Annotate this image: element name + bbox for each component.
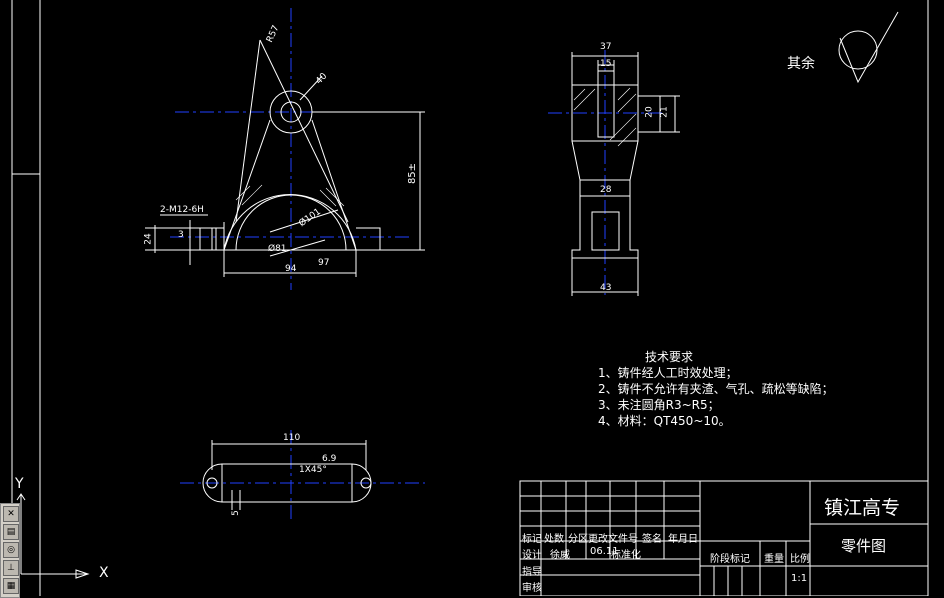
ucs-x-label: X bbox=[99, 565, 109, 581]
tech-requirement-item: 2、铸件不允许有夹渣、气孔、疏松等缺陷； bbox=[598, 382, 834, 396]
sheet-border bbox=[11, 0, 929, 596]
row-header-change-doc: 更改文件号 bbox=[588, 534, 638, 545]
design-label: 设计 bbox=[522, 550, 542, 561]
snap-icon[interactable]: ◎ bbox=[3, 542, 19, 558]
dim-28: 28 bbox=[600, 185, 612, 195]
title-block-grid bbox=[519, 480, 929, 596]
dim-85: 85± bbox=[407, 162, 419, 185]
dim-94: 94 bbox=[285, 264, 297, 274]
dim-110: 110 bbox=[283, 433, 301, 443]
stage-mark-label: 阶段标记 bbox=[710, 554, 750, 565]
dim-3: 3 bbox=[178, 230, 184, 240]
dim-37: 37 bbox=[600, 42, 612, 52]
window-icon[interactable]: ▤ bbox=[3, 524, 19, 540]
dim-97: 97 bbox=[318, 258, 330, 268]
tech-requirement-item: 1、铸件经人工时效处理； bbox=[598, 366, 738, 380]
top-view[interactable] bbox=[202, 440, 372, 510]
dim-6-9: 6.9 bbox=[322, 454, 337, 464]
ucs-y-label: Y bbox=[15, 476, 24, 492]
front-view[interactable] bbox=[145, 39, 425, 277]
roughness-label: 其余 bbox=[787, 56, 815, 72]
tech-requirement-item: 4、材料：QT450~10。 bbox=[598, 414, 731, 428]
dim-chamfer: 1X45° bbox=[299, 465, 327, 475]
scale-value: 1:1 bbox=[791, 573, 808, 584]
guide-label: 指导 bbox=[522, 567, 542, 578]
row-header-count: 处数 bbox=[544, 534, 564, 545]
row-header-mark: 标记 bbox=[522, 534, 542, 545]
scale-label: 比例 bbox=[790, 554, 810, 565]
dim-phi81: Ø81 bbox=[268, 244, 287, 254]
side-view[interactable] bbox=[571, 52, 680, 296]
row-header-zone: 分区 bbox=[568, 534, 588, 545]
row-header-signature: 签名 bbox=[642, 534, 662, 545]
dim-43: 43 bbox=[600, 283, 612, 293]
ortho-icon[interactable]: ⊥ bbox=[3, 560, 19, 576]
centerlines bbox=[170, 8, 665, 520]
ucs-icon bbox=[16, 493, 90, 579]
designer-name: 徐威 bbox=[550, 550, 570, 561]
side-view-hatch bbox=[573, 87, 637, 147]
close-icon[interactable]: ✕ bbox=[3, 506, 19, 522]
dim-20: 20 bbox=[644, 106, 655, 118]
roughness-symbol bbox=[838, 11, 899, 84]
standardize-label: 标准化 bbox=[611, 550, 641, 561]
design-date: 06.11 bbox=[590, 546, 619, 557]
dim-21: 21 bbox=[659, 106, 670, 118]
tech-requirements-title: 技术要求 bbox=[645, 350, 694, 364]
floating-toolbar[interactable]: ✕ ▤ ◎ ⊥ ▦ bbox=[0, 503, 20, 598]
dim-thread: 2-M12-6H bbox=[160, 205, 204, 215]
layer-icon[interactable]: ▦ bbox=[3, 578, 19, 594]
dim-15: 15 bbox=[600, 59, 612, 69]
review-label: 审核 bbox=[522, 583, 542, 594]
row-header-date: 年月日 bbox=[668, 534, 698, 545]
dim-5: 5 bbox=[230, 510, 241, 516]
weight-label: 重量 bbox=[764, 554, 784, 565]
school-name: 镇江高专 bbox=[824, 497, 901, 519]
dim-24: 24 bbox=[143, 233, 154, 245]
part-name: 零件图 bbox=[841, 537, 887, 555]
tech-requirement-item: 3、未注圆角R3~R5； bbox=[598, 398, 720, 412]
front-view-hatch bbox=[235, 184, 345, 207]
